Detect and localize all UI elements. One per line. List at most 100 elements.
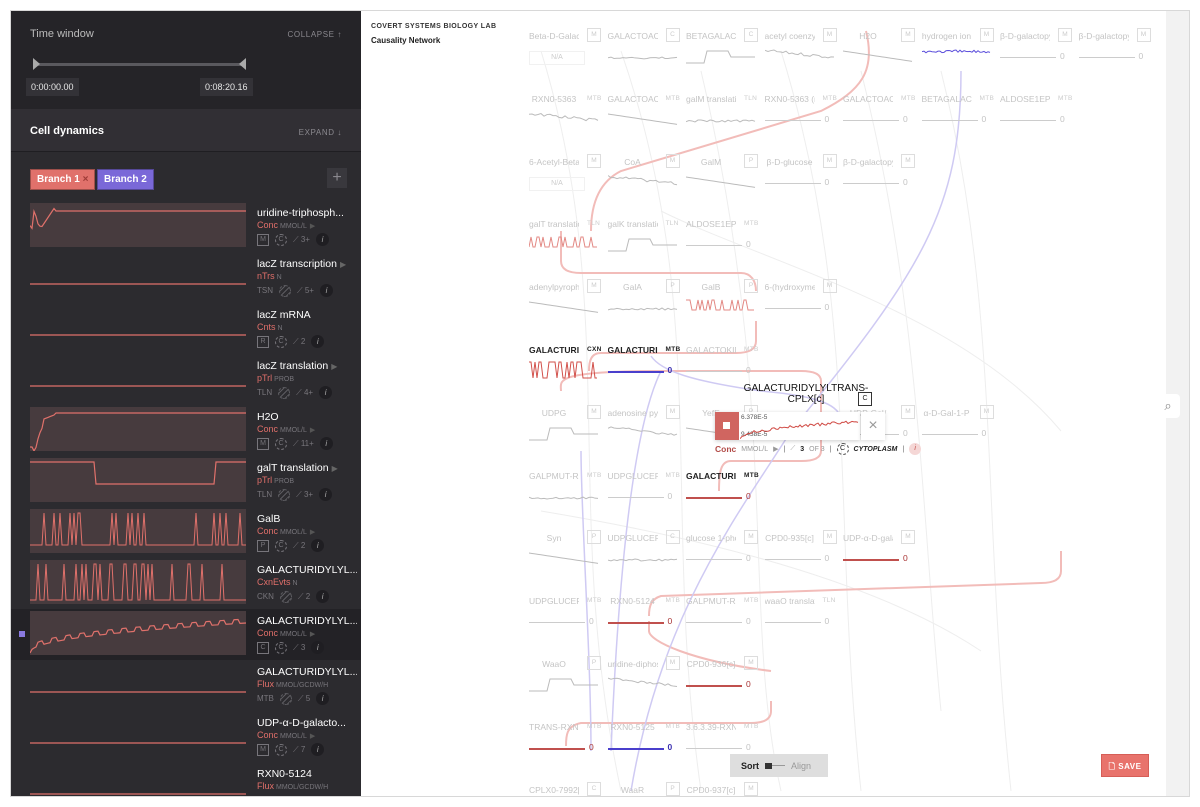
popup-metric-arrow[interactable]: ▶ [773, 446, 779, 453]
info-icon[interactable]: i [319, 437, 333, 450]
network-node[interactable]: GALACTURIDYLMTB0 [607, 337, 684, 387]
network-node[interactable]: adenosine pyroM [607, 400, 684, 450]
toggle-switch[interactable] [765, 762, 785, 769]
network-node[interactable]: GALACTOACETYMTB [607, 86, 684, 136]
network-node[interactable]: RXN0-5363 (reMTB0 [764, 86, 841, 136]
links-count[interactable]: ⟋ 5 [298, 694, 310, 704]
network-node[interactable]: TRANS-RXN-23MTB0 [529, 714, 605, 764]
popup-close-button[interactable]: × [861, 412, 885, 440]
time-end-handle[interactable] [239, 58, 246, 70]
network-node[interactable]: adenylpyrophosM [529, 274, 605, 324]
info-icon[interactable]: i [909, 443, 922, 455]
branch-2-tab[interactable]: Branch 2 [97, 169, 154, 190]
network-node[interactable]: BETAGALACTOSC [686, 23, 762, 73]
sparkline[interactable] [30, 254, 246, 298]
network-node[interactable]: GALACTURIDYLCXN [529, 337, 605, 387]
metric-name[interactable]: pTrl [257, 373, 273, 383]
time-start-field[interactable]: 0:00:00.00 [26, 78, 79, 96]
links-count[interactable]: ⟋ 11+ [293, 439, 314, 449]
links-count[interactable]: ⟋ 7 [293, 745, 305, 755]
expand-button[interactable]: EXPAND ↓ [298, 128, 342, 137]
collapse-button[interactable]: COLLAPSE ↑ [287, 30, 342, 39]
info-icon[interactable]: i [319, 488, 333, 501]
expand-arrow-icon[interactable]: ▶ [331, 464, 338, 473]
info-icon[interactable]: i [315, 233, 329, 246]
info-icon[interactable]: i [311, 641, 325, 654]
network-node[interactable]: UDP-α-D-galacM0 [843, 525, 919, 575]
network-node[interactable]: CPLX0-7992[s]C [529, 777, 605, 796]
metric-arrow-icon[interactable]: ▶ [309, 529, 316, 536]
sparkline[interactable] [30, 764, 246, 797]
metric-arrow-icon[interactable]: ▶ [309, 631, 316, 638]
links-count[interactable]: ⟋ 2 [298, 592, 310, 602]
expand-arrow-icon[interactable]: ▶ [339, 260, 347, 269]
network-node[interactable]: UDPGLUCEPIM-C [607, 525, 684, 575]
links-count[interactable]: ⟋ 3+ [293, 235, 310, 245]
network-node[interactable]: GALACTOACETYMTB0 [843, 86, 919, 136]
network-node[interactable]: acetyl coenzymM [764, 23, 841, 73]
sparkline[interactable] [30, 203, 246, 247]
metric-name[interactable]: Conc [257, 730, 279, 740]
info-icon[interactable]: i [316, 590, 330, 603]
sparkline[interactable] [30, 305, 246, 349]
time-slider-track[interactable] [33, 63, 246, 66]
metric-name[interactable]: Conc [257, 526, 279, 536]
sort-label[interactable]: Sort [741, 760, 759, 771]
network-node[interactable]: β-D-galactopyrM0 [1078, 23, 1155, 73]
time-end-field[interactable]: 0:08:20.16 [200, 78, 253, 96]
metric-name[interactable]: Flux [257, 679, 275, 689]
network-node[interactable]: BETAGALACTOSMTB0 [921, 86, 998, 136]
network-node[interactable]: galT translationTLN [529, 211, 605, 261]
links-count[interactable]: ⟋ 3 [293, 643, 305, 653]
branch-swatch[interactable] [715, 412, 739, 440]
info-icon[interactable]: i [319, 284, 333, 297]
network-node[interactable]: waaO translatioTLN0 [764, 588, 841, 638]
network-node[interactable]: β-D-galactopyrM0 [843, 149, 919, 199]
align-label[interactable]: Align [791, 760, 812, 771]
info-icon[interactable]: i [311, 743, 325, 756]
sparkline[interactable] [30, 662, 246, 706]
metric-name[interactable]: nTrs [257, 271, 275, 281]
time-start-handle[interactable] [33, 58, 40, 70]
network-node[interactable]: glucose 1-phosM0 [686, 525, 762, 575]
metric-name[interactable]: CxnEvts [257, 577, 291, 587]
save-button[interactable]: 🗋 SAVE [1101, 754, 1149, 777]
metric-arrow-icon[interactable]: ▶ [309, 223, 316, 230]
sparkline[interactable] [30, 713, 246, 757]
metric-name[interactable]: Conc [257, 220, 279, 230]
branch-1-tab[interactable]: Branch 1 × [30, 169, 96, 190]
links-count[interactable]: ⟋ 3+ [296, 490, 313, 500]
links-count[interactable]: ⟋ 2 [293, 337, 305, 347]
links-count[interactable]: ⟋ 2 [293, 541, 305, 551]
sparkline[interactable] [30, 611, 246, 655]
metric-name[interactable]: Flux [257, 781, 275, 791]
search-icon[interactable]: ⌕ [1156, 394, 1180, 418]
network-node[interactable]: GALACTURIDYLMTB0 [686, 463, 762, 513]
links-count[interactable]: ⟋ 5+ [297, 286, 314, 296]
metric-name[interactable]: Cnts [257, 322, 276, 332]
